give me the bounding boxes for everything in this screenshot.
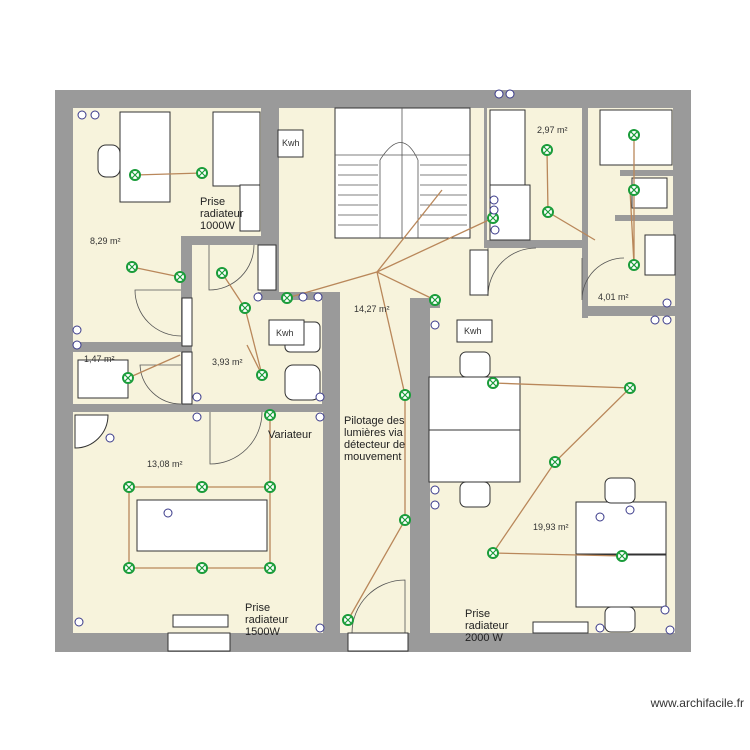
kwh-meter-label: Kwh [276,328,294,338]
socket-icon [430,485,440,495]
area-label-local-compteur: 3,93 m² [212,357,243,367]
socket-icon [650,315,660,325]
socket-icon [315,412,325,422]
light-point-cross [197,563,207,573]
light-point-cross [542,145,552,155]
area-label-bureau-nw: 8,29 m² [90,236,121,246]
site-credit: www.archifacile.fr [650,696,744,710]
socket-icon [430,320,440,330]
socket-icon [662,315,672,325]
light-point-cross [488,378,498,388]
area-label-bureau-sw: 13,08 m² [147,459,183,469]
light-point-cross [197,482,207,492]
socket-icon [72,325,82,335]
fixtures [74,109,676,634]
light-point-cross [130,170,140,180]
socket-icon [489,205,499,215]
light-point-cross [257,370,267,380]
light-point-cross [550,457,560,467]
radiator-note-1500: Prise radiateur 1500W [245,602,291,638]
staircase [334,107,471,239]
socket-icon [163,508,173,518]
area-label-salle-eau: 4,01 m² [598,292,629,302]
socket-icon [313,292,323,302]
light-point-cross [265,410,275,420]
light-point-cross [175,272,185,282]
light-point-cross [488,213,498,223]
light-point-cross [543,207,553,217]
area-label-couloir: 14,27 m² [354,304,390,314]
light-point-cross [127,262,137,272]
light-point-cross [629,185,639,195]
kwh-meter-label: Kwh [464,326,482,336]
area-label-kitchenette: 2,97 m² [537,125,568,135]
socket-icon [662,298,672,308]
socket-icon [192,412,202,422]
sockets [72,89,675,635]
socket-icon [77,110,87,120]
light-point-cross [625,383,635,393]
doors [134,244,625,652]
radiator-note-2000: Prise radiateur 2000 W [465,608,511,644]
socket-icon [253,292,263,302]
light-point-cross [265,482,275,492]
motion-note: Pilotage des lumières via détecteur de m… [344,415,408,463]
socket-icon [490,225,500,235]
light-point-cross [343,615,353,625]
light-points [122,129,640,626]
socket-icon [430,500,440,510]
kwh-meter-box [268,319,305,346]
light-point-cross [629,260,639,270]
socket-icon [315,392,325,402]
area-labels: 8,29 m² 1,47 m² 3,93 m² 14,27 m² 2,97 m²… [84,125,629,532]
dimmer-note: Variateur [268,429,312,441]
light-point-cross [430,295,440,305]
socket-icon [315,623,325,633]
light-point-cross [124,482,134,492]
socket-icon [595,512,605,522]
light-point-cross [617,551,627,561]
kwh-meter-box [456,319,493,343]
socket-icon [72,340,82,350]
light-point-cross [282,293,292,303]
socket-icon [660,605,670,615]
socket-icon [74,617,84,627]
socket-icon [494,89,504,99]
light-point-cross [240,303,250,313]
light-point-cross [217,268,227,278]
light-point-cross [123,373,133,383]
light-point-cross [265,563,275,573]
light-point-cross [197,168,207,178]
radiator-note-1000: Prise radiateur 1000W [200,196,246,232]
socket-icon [505,89,515,99]
area-label-bureau-se: 19,93 m² [533,522,569,532]
light-point-cross [629,130,639,140]
room-bureau-nw-lower [73,236,181,342]
light-point-cross [400,515,410,525]
light-point-cross [124,563,134,573]
notes: Prise radiateur 1000W Prise radiateur 15… [200,196,511,644]
area-label-wc: 1,47 m² [84,354,115,364]
socket-icon [90,110,100,120]
light-point-cross [400,390,410,400]
light-point-cross [488,548,498,558]
socket-icon [489,195,499,205]
socket-icon [665,625,675,635]
socket-icon [105,433,115,443]
kwh-meter-box [277,129,304,158]
room-couloir [340,298,410,633]
meters: Kwh Kwh Kwh [268,129,493,346]
kwh-meter-label: Kwh [282,138,300,148]
socket-icon [298,292,308,302]
socket-icon [595,623,605,633]
socket-icon [625,505,635,515]
socket-icon [192,392,202,402]
